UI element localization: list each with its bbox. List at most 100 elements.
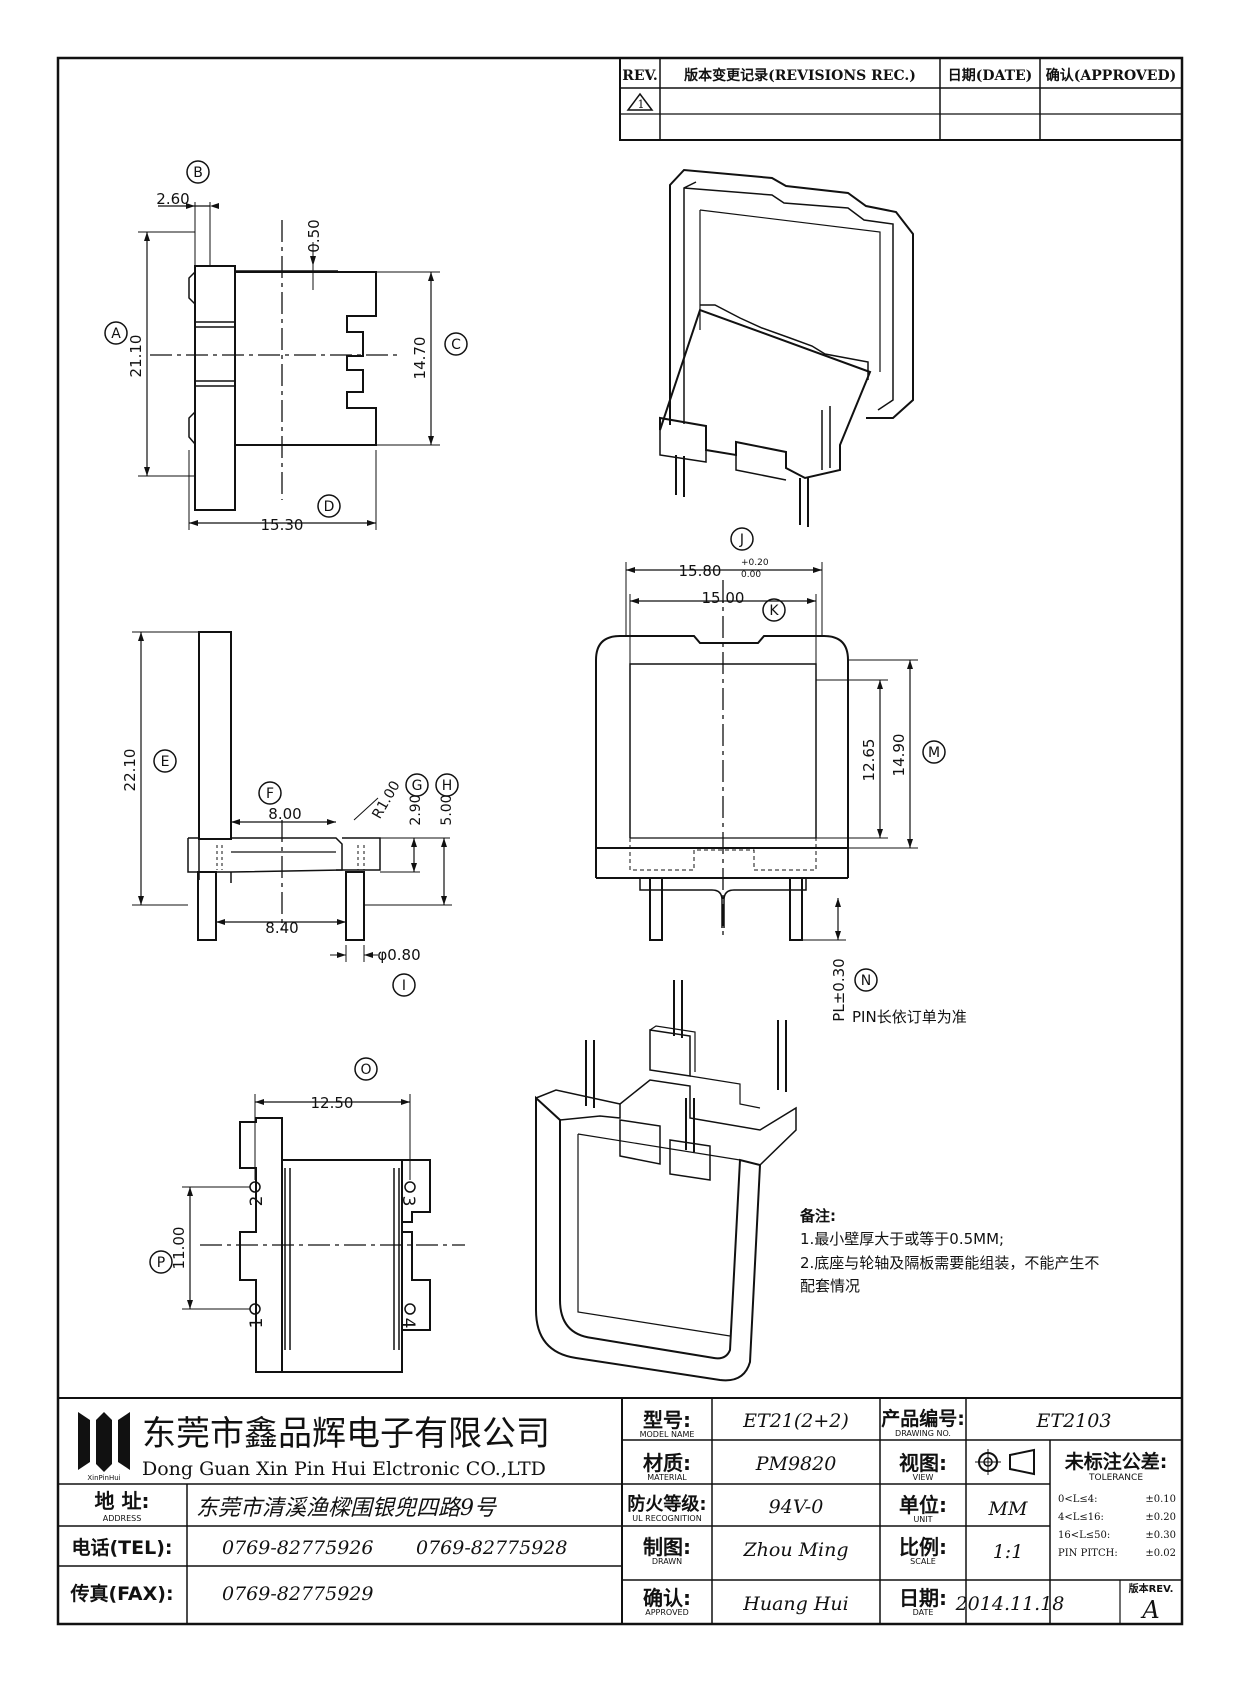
svg-text:I: I xyxy=(402,978,406,994)
tol-plus-0-20: +0.20 xyxy=(741,558,769,568)
svg-text:视图:: 视图: xyxy=(899,1451,947,1475)
dim-12-50: 12.50 xyxy=(311,1094,354,1112)
rev-label: 版本REV. xyxy=(1129,1582,1174,1595)
pin-length-note: PIN长依订单为准 xyxy=(852,1008,967,1026)
tol-minus-0-00: 0.00 xyxy=(741,570,761,580)
svg-text:P: P xyxy=(157,1255,165,1271)
fax-label: 传真(FAX): xyxy=(69,1582,173,1605)
svg-text:N: N xyxy=(861,973,871,989)
dim-2-90: 2.90 xyxy=(408,794,424,825)
svg-text:G: G xyxy=(412,778,423,794)
svg-text:材质:: 材质: xyxy=(643,1451,691,1475)
dim-5-00: 5.00 xyxy=(439,794,455,825)
svg-text:TOLERANCE: TOLERANCE xyxy=(1088,1473,1143,1483)
callout-b xyxy=(186,160,210,184)
drawing-no-value: ET2103 xyxy=(1036,1410,1112,1432)
svg-text:DRAWN: DRAWN xyxy=(652,1557,682,1566)
callout-n xyxy=(854,968,878,992)
fax-value: 0769-82775929 xyxy=(222,1583,373,1605)
dim-15-80: 15.80 xyxy=(679,562,722,580)
approved-col-header: 确认(APPROVED) xyxy=(1046,67,1176,84)
tol-value-3: ±0.30 xyxy=(1145,1530,1176,1541)
svg-text:UL RECOGNITION: UL RECOGNITION xyxy=(632,1514,701,1523)
notes-title: 备注: xyxy=(799,1207,836,1225)
first-angle-projection-icon xyxy=(975,1448,1035,1476)
rev-value: A xyxy=(1140,1596,1159,1624)
svg-text:APPROVED: APPROVED xyxy=(645,1608,689,1617)
svg-text:XinPinHui: XinPinHui xyxy=(87,1474,120,1482)
tolerance-table: 0<L≤4: ±0.10 4<L≤16: ±0.20 16<L≤50: ±0.3… xyxy=(1058,1494,1176,1559)
pin-label-1: 1 xyxy=(247,1318,267,1329)
revision-number: 1 xyxy=(638,98,645,111)
dim-2-60: 2.60 xyxy=(156,190,189,208)
approved-by-value: Huang Hui xyxy=(742,1593,848,1615)
svg-text:MODEL NAME: MODEL NAME xyxy=(640,1430,695,1439)
callout-g xyxy=(405,773,429,797)
svg-text:K: K xyxy=(769,603,779,619)
notes-line-2: 2.底座与轮轴及隔板需要能组装，不能产生不 xyxy=(800,1254,1099,1272)
isometric-view-bottom xyxy=(535,980,797,1382)
dim-8-40: 8.40 xyxy=(265,919,298,937)
tel-label: 电话(TEL): xyxy=(71,1536,172,1559)
tol-range-3: 16<L≤50: xyxy=(1058,1530,1110,1541)
pin-label-3: 3 xyxy=(398,1196,418,1207)
svg-text:ADDRESS: ADDRESS xyxy=(103,1514,142,1523)
notes: 备注: 1.最小壁厚大于或等于0.5MM; 2.底座与轮轴及隔板需要能组装，不能… xyxy=(799,1207,1099,1295)
bottom-view: 2 1 3 4 12.50 11.00 O P xyxy=(149,1057,465,1373)
svg-text:DATE: DATE xyxy=(913,1608,934,1617)
callout-i xyxy=(392,973,416,997)
top-view: 2.60 21.10 0.50 14.70 15.30 A B C D xyxy=(104,160,468,534)
date-col-header: 日期(DATE) xyxy=(948,68,1033,84)
dim-15-30: 15.30 xyxy=(261,516,304,534)
unit-value: MM xyxy=(988,1498,1028,1520)
svg-text:H: H xyxy=(442,778,453,794)
pin-label-2: 2 xyxy=(247,1196,267,1207)
tol-value-4: ±0.02 xyxy=(1145,1548,1176,1559)
company-logo: XinPinHui xyxy=(78,1412,130,1482)
svg-text:防火等级:: 防火等级: xyxy=(627,1493,706,1515)
dim-8-00: 8.00 xyxy=(268,805,301,823)
dim-0-50: 0.50 xyxy=(305,219,323,252)
revision-table: REV. 版本变更记录(REVISIONS REC.) 日期(DATE) 确认(… xyxy=(619,57,1183,141)
svg-text:制图:: 制图: xyxy=(643,1535,691,1559)
svg-text:D: D xyxy=(324,499,335,515)
dim-14-70: 14.70 xyxy=(411,337,429,380)
callout-o xyxy=(354,1057,378,1081)
svg-text:单位:: 单位: xyxy=(899,1493,947,1517)
dim-pin-dia: φ0.80 xyxy=(377,946,420,964)
svg-text:日期:: 日期: xyxy=(899,1586,947,1610)
callout-h xyxy=(435,773,459,797)
svg-text:产品编号:: 产品编号: xyxy=(881,1407,965,1430)
callout-a xyxy=(104,321,128,345)
callout-j xyxy=(730,527,754,551)
record-col-header: 版本变更记录(REVISIONS REC.) xyxy=(684,67,916,84)
dim-21-10: 21.10 xyxy=(127,335,145,378)
tol-range-1: 0<L≤4: xyxy=(1058,1494,1098,1505)
svg-text:M: M xyxy=(928,745,940,761)
callout-c xyxy=(444,332,468,356)
scale-value: 1:1 xyxy=(993,1541,1024,1563)
svg-text:比例:: 比例: xyxy=(899,1535,947,1559)
svg-text:UNIT: UNIT xyxy=(913,1515,932,1524)
revision-triangle-icon xyxy=(626,92,654,111)
fire-rating-value: 94V-0 xyxy=(769,1496,824,1518)
svg-text:确认:: 确认: xyxy=(643,1586,691,1610)
date-value: 2014.11.18 xyxy=(955,1593,1065,1615)
svg-text:VIEW: VIEW xyxy=(913,1473,934,1482)
tol-range-4: PIN PITCH: xyxy=(1058,1548,1118,1559)
title-block: XinPinHui 东莞市鑫品辉电子有限公司 Dong Guan Xin Pin… xyxy=(58,1397,1182,1624)
front-view: 15.80 +0.20 0.00 15.00 12.65 14.90 PL±0.… xyxy=(595,527,967,1026)
svg-text:MATERIAL: MATERIAL xyxy=(647,1473,687,1482)
svg-text:C: C xyxy=(451,337,461,353)
svg-text:E: E xyxy=(161,754,170,770)
callout-e xyxy=(153,749,177,773)
drawn-by-value: Zhou Ming xyxy=(742,1539,848,1561)
side-view: 22.10 8.00 R1.00 2.90 5.00 8.40 φ0.80 E … xyxy=(121,631,459,997)
svg-text:型号:: 型号: xyxy=(643,1408,691,1432)
dim-r1-00: R1.00 xyxy=(369,778,403,821)
rev-col-header: REV. xyxy=(622,68,658,84)
callout-k xyxy=(762,598,786,622)
tolerance-label: 未标注公差: xyxy=(1064,1450,1168,1473)
isometric-view-top xyxy=(659,168,914,527)
callout-f xyxy=(258,781,282,805)
